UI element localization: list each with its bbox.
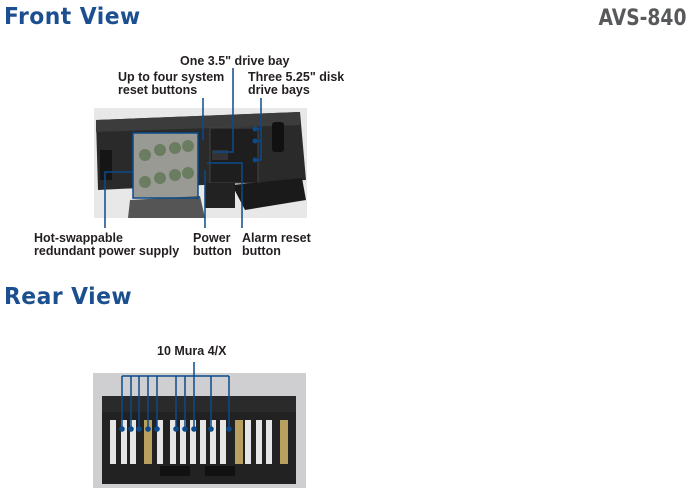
label-reset-buttons-1: Up to four system: [118, 70, 225, 84]
label-525-bays-1: Three 5.25" disk: [248, 70, 345, 84]
rear-callout-lines: [121, 362, 230, 429]
model-name: AVS-840: [598, 6, 686, 31]
label-525-bays-2: drive bays: [248, 83, 310, 97]
rear-view-heading: Rear View: [4, 284, 133, 310]
front-chassis-photo: [94, 108, 307, 218]
rear-chassis-photo: [93, 373, 306, 488]
label-psu-1: Hot-swappable: [34, 231, 123, 245]
label-mura-slots: 10 Mura 4/X: [157, 344, 227, 358]
label-alarm-reset-2: button: [242, 244, 281, 258]
label-alarm-reset-1: Alarm reset: [242, 231, 311, 245]
label-psu-2: redundant power supply: [34, 244, 180, 258]
label-reset-buttons-2: reset buttons: [118, 83, 198, 97]
front-view-heading: Front View: [4, 4, 141, 30]
label-35-drive-bay: One 3.5" drive bay: [180, 54, 290, 68]
front-callout-lines: [104, 68, 262, 228]
label-power-button-2: button: [193, 244, 232, 258]
label-power-button-1: Power: [193, 231, 231, 245]
